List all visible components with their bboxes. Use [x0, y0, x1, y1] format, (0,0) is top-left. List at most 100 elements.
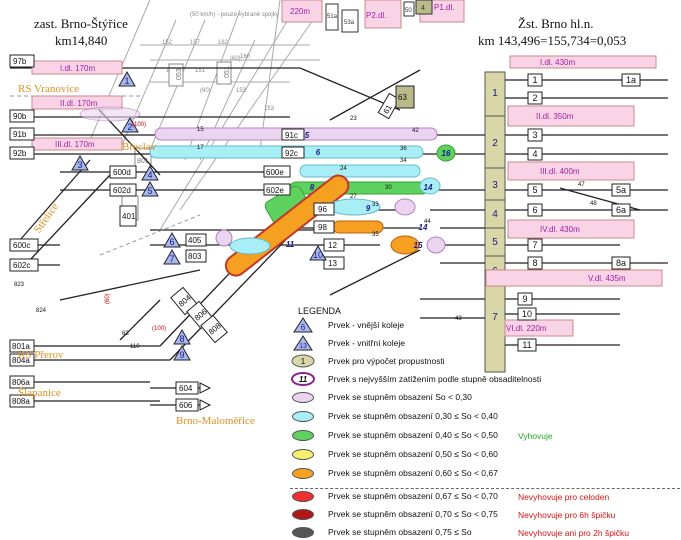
svg-text:801: 801 — [137, 158, 149, 165]
platform-6: VI.dl. 220m — [506, 324, 547, 333]
svg-text:91b: 91b — [13, 130, 27, 139]
svg-text:14: 14 — [419, 223, 428, 232]
svg-text:2: 2 — [127, 122, 132, 132]
inner-element-icon: 13 — [290, 335, 316, 351]
svg-text:5: 5 — [147, 186, 152, 196]
svg-text:6: 6 — [169, 237, 174, 247]
svg-text:16: 16 — [442, 149, 451, 158]
svg-text:6: 6 — [316, 148, 321, 157]
brno-malomerice-label: Brno-Maloměřice — [176, 415, 255, 427]
legend-row-so-7: Prvek se stupněm obsazení 0,75 ≤ So — [290, 525, 472, 539]
grey-connector-tracks — [89, 0, 321, 231]
svg-text:7: 7 — [169, 254, 174, 264]
top-platform-1: P2.dl. — [366, 11, 386, 20]
svg-text:51a: 51a — [327, 14, 338, 20]
svg-text:2: 2 — [492, 138, 498, 149]
rs-vranovice-label: RS Vranovice — [18, 83, 79, 95]
legend-row-so-0: Prvek se stupněm obsazení So < 0,30 — [290, 390, 472, 404]
svg-text:8: 8 — [179, 334, 184, 344]
legend-note-fail-day: Nevyhovuje pro celoden — [518, 492, 610, 502]
occupancy-swatch — [292, 508, 314, 520]
platform-4: IV.dl. 430m — [540, 225, 580, 234]
svg-text:43: 43 — [455, 316, 462, 322]
svg-text:151: 151 — [195, 68, 206, 74]
legend-row-so-1: Prvek se stupněm obsazení 0,30 ≤ So < 0,… — [290, 409, 498, 423]
svg-text:10: 10 — [313, 250, 323, 260]
direction-labels: RS Vranovice Břeclav Střelice RS Přerov … — [18, 83, 255, 427]
svg-text:47: 47 — [578, 182, 585, 188]
svg-text:90b: 90b — [13, 112, 27, 121]
svg-text:823: 823 — [14, 282, 25, 288]
max-load-element-icon: 11 — [290, 372, 316, 386]
slapanice-label: Šlapanice — [18, 387, 61, 399]
svg-text:6: 6 — [532, 205, 537, 215]
svg-text:30: 30 — [385, 185, 392, 191]
legend-row-so-3: Prvek se stupněm obsazení 0,50 ≤ So < 0,… — [290, 447, 498, 461]
top-platforms: 220m P2.dl. P1.dl. 51a 53a 50 4 — [281, 0, 465, 33]
right-track-numbers: 1 2 3 4 5 6 7 8 9 10 11 1a 5a 6a 8a — [517, 73, 641, 352]
svg-text:9: 9 — [522, 294, 527, 304]
svg-text:1: 1 — [301, 357, 306, 366]
right-station-name: Žst. Brno hl.n. — [518, 16, 593, 31]
top-platform-2: P1.dl. — [434, 3, 454, 12]
svg-text:4: 4 — [532, 149, 537, 159]
svg-text:11: 11 — [299, 375, 308, 384]
svg-text:8a: 8a — [616, 258, 626, 268]
occupancy-swatch — [292, 410, 314, 422]
svg-text:1: 1 — [124, 76, 129, 86]
occupancy-swatch — [292, 448, 314, 460]
svg-text:15: 15 — [197, 127, 204, 133]
svg-text:(60): (60) — [230, 56, 241, 62]
end-triangles — [199, 382, 212, 411]
speed-note-label: (50 km/h) - pouze vybrané spojky — [190, 12, 279, 18]
svg-text:152: 152 — [162, 40, 173, 46]
svg-text:153: 153 — [264, 106, 275, 112]
svg-text:35: 35 — [372, 232, 379, 238]
strelice-label: Střelice — [32, 201, 61, 235]
svg-text:160: 160 — [240, 54, 251, 60]
svg-text:44: 44 — [424, 219, 431, 225]
left-station-km: km14,840 — [55, 33, 107, 48]
svg-text:8: 8 — [310, 183, 315, 192]
svg-text:401: 401 — [122, 212, 136, 221]
svg-text:97b: 97b — [13, 57, 27, 66]
svg-text:(100): (100) — [132, 122, 146, 128]
svg-text:11: 11 — [286, 240, 295, 249]
left-station-name: zast. Brno-Štýřice — [34, 16, 128, 31]
legend-note-fail-6h: Nevyhovuje pro 6h špičku — [518, 510, 616, 520]
svg-text:2: 2 — [532, 93, 537, 103]
occupancy-swatch — [292, 391, 314, 403]
legend: LEGENDA 6 Prvek - vnější koleje 13 Prvek… — [290, 306, 680, 540]
svg-text:63: 63 — [398, 93, 407, 102]
svg-text:9: 9 — [366, 204, 371, 213]
legend-row-inner: 13 Prvek - vnitřní koleje — [290, 335, 405, 351]
occupancy-swatch — [292, 467, 314, 479]
svg-text:110: 110 — [130, 344, 140, 350]
svg-text:5: 5 — [532, 185, 537, 195]
legend-row-so-2: Prvek se stupněm obsazení 0,40 ≤ So < 0,… — [290, 428, 498, 442]
svg-text:7: 7 — [492, 312, 498, 323]
svg-text:602c: 602c — [13, 261, 30, 270]
svg-text:606: 606 — [179, 401, 193, 410]
legend-title: LEGENDA — [298, 306, 342, 316]
svg-text:6a: 6a — [616, 205, 626, 215]
left-platform-3: III.dl. 170m — [55, 140, 95, 149]
svg-text:91c: 91c — [285, 131, 298, 140]
top-platform-0: 220m — [290, 7, 310, 16]
svg-text:15: 15 — [414, 241, 423, 250]
svg-text:6: 6 — [301, 323, 306, 332]
svg-text:13: 13 — [328, 259, 337, 268]
svg-text:5: 5 — [492, 237, 498, 248]
svg-text:23: 23 — [350, 116, 357, 122]
svg-text:96: 96 — [318, 205, 327, 214]
occupancy-swatch — [292, 429, 314, 441]
right-platforms: I.dl. 430m II.dl. 350m III.dl. 400m IV.d… — [485, 55, 663, 337]
svg-text:10: 10 — [522, 309, 532, 319]
right-station-km: km 143,496=155,734=0,053 — [478, 33, 626, 48]
svg-text:801a: 801a — [12, 342, 30, 351]
legend-note-ok: Vyhovuje — [518, 431, 553, 441]
occupancy-element-numbers: 5 6 8 9 14 14 16 11 15 — [286, 131, 451, 250]
svg-text:17: 17 — [197, 145, 204, 151]
occupancy-swatch — [292, 526, 314, 538]
